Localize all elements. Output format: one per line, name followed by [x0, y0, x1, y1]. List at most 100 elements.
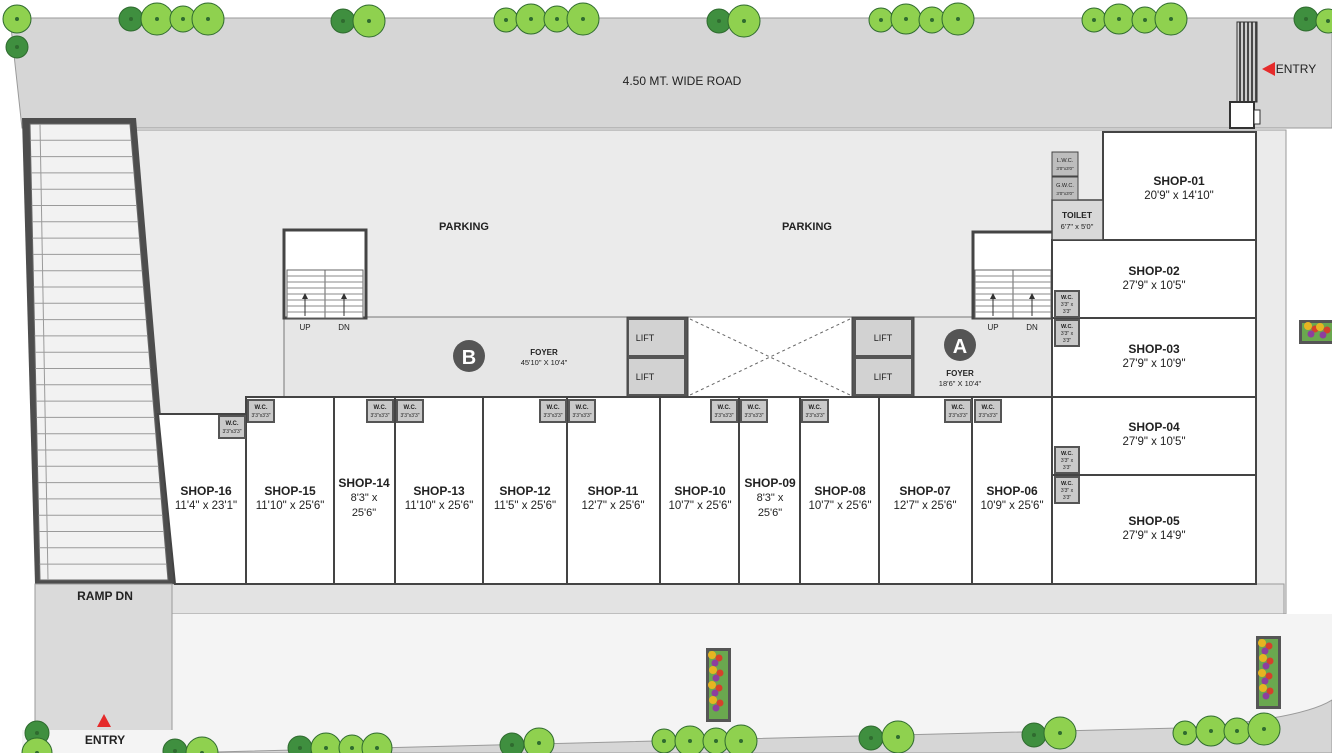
wc-size-line1: 3'3" x	[1061, 302, 1074, 308]
foyer-b-marker-icon	[453, 340, 485, 372]
shop-03	[1051, 317, 1257, 398]
tree-trunk	[15, 45, 19, 49]
tree-icon	[890, 3, 922, 35]
lift-block-a	[851, 316, 915, 398]
shop-06-name: SHOP-06	[986, 484, 1038, 498]
tree-trunk	[581, 17, 585, 21]
shop-15-size: 11'10" x 25'6"	[256, 500, 325, 512]
shop-13	[394, 396, 484, 585]
wc-room: W.C.3'3"x3'3"	[974, 399, 1002, 423]
tree-icon	[727, 4, 761, 38]
wc-name: W.C.	[952, 405, 965, 411]
wc-room: W.C.3'3"x3'3"	[740, 399, 768, 423]
staircase-b	[282, 228, 368, 320]
lwc-room	[1051, 151, 1079, 177]
tree-trunk	[367, 19, 371, 23]
tree-trunk	[1092, 18, 1096, 22]
gate-post-cap	[1253, 109, 1261, 125]
tree-icon	[881, 720, 915, 753]
wc-inner	[976, 401, 1000, 421]
toilet-name: TOILET	[1062, 210, 1093, 220]
tree-icon	[706, 8, 732, 34]
staircase-a	[971, 230, 1055, 320]
tree-icon	[1103, 3, 1135, 35]
wc-inner	[946, 401, 970, 421]
tree-icon	[543, 5, 571, 33]
tree-trunk	[742, 19, 746, 23]
shop-01-size: 20'9" x 14'10"	[1144, 190, 1213, 202]
wc-name: W.C.	[226, 421, 239, 427]
tree-trunk	[504, 18, 508, 22]
shop-16-name: SHOP-16	[180, 484, 232, 498]
shop-03-size: 27'9" x 10'9"	[1122, 358, 1185, 370]
entry-label-bottom: ENTRY	[85, 733, 125, 747]
shop-12-name: SHOP-12	[499, 484, 551, 498]
lwc-size: 3'0"x3'0"	[1056, 166, 1074, 171]
wc-name: W.C.	[1061, 481, 1073, 487]
shop-10-name: SHOP-10	[674, 484, 726, 498]
gwc-room	[1051, 176, 1079, 201]
shop-column-right	[1051, 131, 1257, 585]
tree-icon	[1247, 712, 1281, 746]
tree-trunk	[173, 749, 177, 753]
tree-canopy	[523, 727, 555, 753]
shop-10	[659, 396, 740, 585]
wc-name: W.C.	[255, 405, 268, 411]
wc-inner	[570, 401, 594, 421]
tree-trunk	[298, 746, 302, 750]
tree-icon	[1131, 6, 1159, 34]
tree-icon	[2, 4, 32, 34]
ramp-steps	[30, 123, 167, 581]
shop-02	[1051, 239, 1257, 319]
lift-label: LIFT	[874, 333, 893, 343]
foyer-b-size: 45'10" X 10'4"	[521, 358, 568, 367]
foyer-a-marker-icon	[944, 329, 976, 361]
shop-10-size: 10'7" x 25'6"	[668, 500, 731, 512]
wc-size: 3'3"x3'3"	[251, 413, 270, 419]
tree-icon	[566, 2, 600, 36]
wc-size: 3'3"x3'3"	[805, 413, 824, 419]
tree-icon	[1172, 720, 1198, 746]
tree-trunk	[341, 19, 345, 23]
shop-05	[1051, 474, 1257, 585]
wc-size-line2: 3'3"	[1063, 495, 1072, 501]
tree-trunk	[1032, 733, 1036, 737]
wc-room: W.C.3'3" x3'3"	[1054, 476, 1080, 504]
wc-room: W.C.3'3" x3'3"	[1054, 319, 1080, 347]
wc-room: W.C.3'3"x3'3"	[944, 399, 972, 423]
tree-trunk	[714, 739, 718, 743]
shop-09	[738, 396, 801, 585]
shop-08-name: SHOP-08	[814, 484, 866, 498]
stair-up-label: UP	[987, 323, 998, 332]
foyer-a-name: FOYER	[946, 369, 974, 378]
entry-arrow-top-icon	[1262, 62, 1275, 76]
shop-15	[245, 396, 335, 585]
planter	[706, 648, 731, 722]
tree-icon	[724, 724, 758, 753]
tree-icon	[941, 2, 975, 36]
wc-name: W.C.	[374, 405, 387, 411]
tree-icon	[191, 2, 225, 36]
shop-11-size: 12'7" x 25'6"	[581, 500, 644, 512]
wc-inner	[1056, 478, 1078, 502]
shop-07-size: 12'7" x 25'6"	[893, 500, 956, 512]
foyer-b-name: FOYER	[530, 348, 558, 357]
wc-inner	[398, 401, 422, 421]
tree-trunk	[1304, 17, 1308, 21]
shop-04-name: SHOP-04	[1128, 420, 1180, 434]
shop-06	[971, 396, 1053, 585]
wc-size-line2: 3'3"	[1063, 338, 1072, 344]
tree-canopy	[185, 736, 219, 753]
wc-size: 3'3"x3'3"	[543, 413, 562, 419]
gwc-size: 3'0"x3'0"	[1056, 191, 1074, 196]
tree-trunk	[930, 18, 934, 22]
tree-trunk	[129, 17, 133, 21]
tree-trunk	[1209, 729, 1213, 733]
wc-size-line2: 3'3"	[1063, 465, 1072, 471]
tree-icon	[493, 7, 519, 33]
shop-14-size-line2: 25'6"	[352, 507, 376, 519]
tree-trunk	[869, 736, 873, 740]
